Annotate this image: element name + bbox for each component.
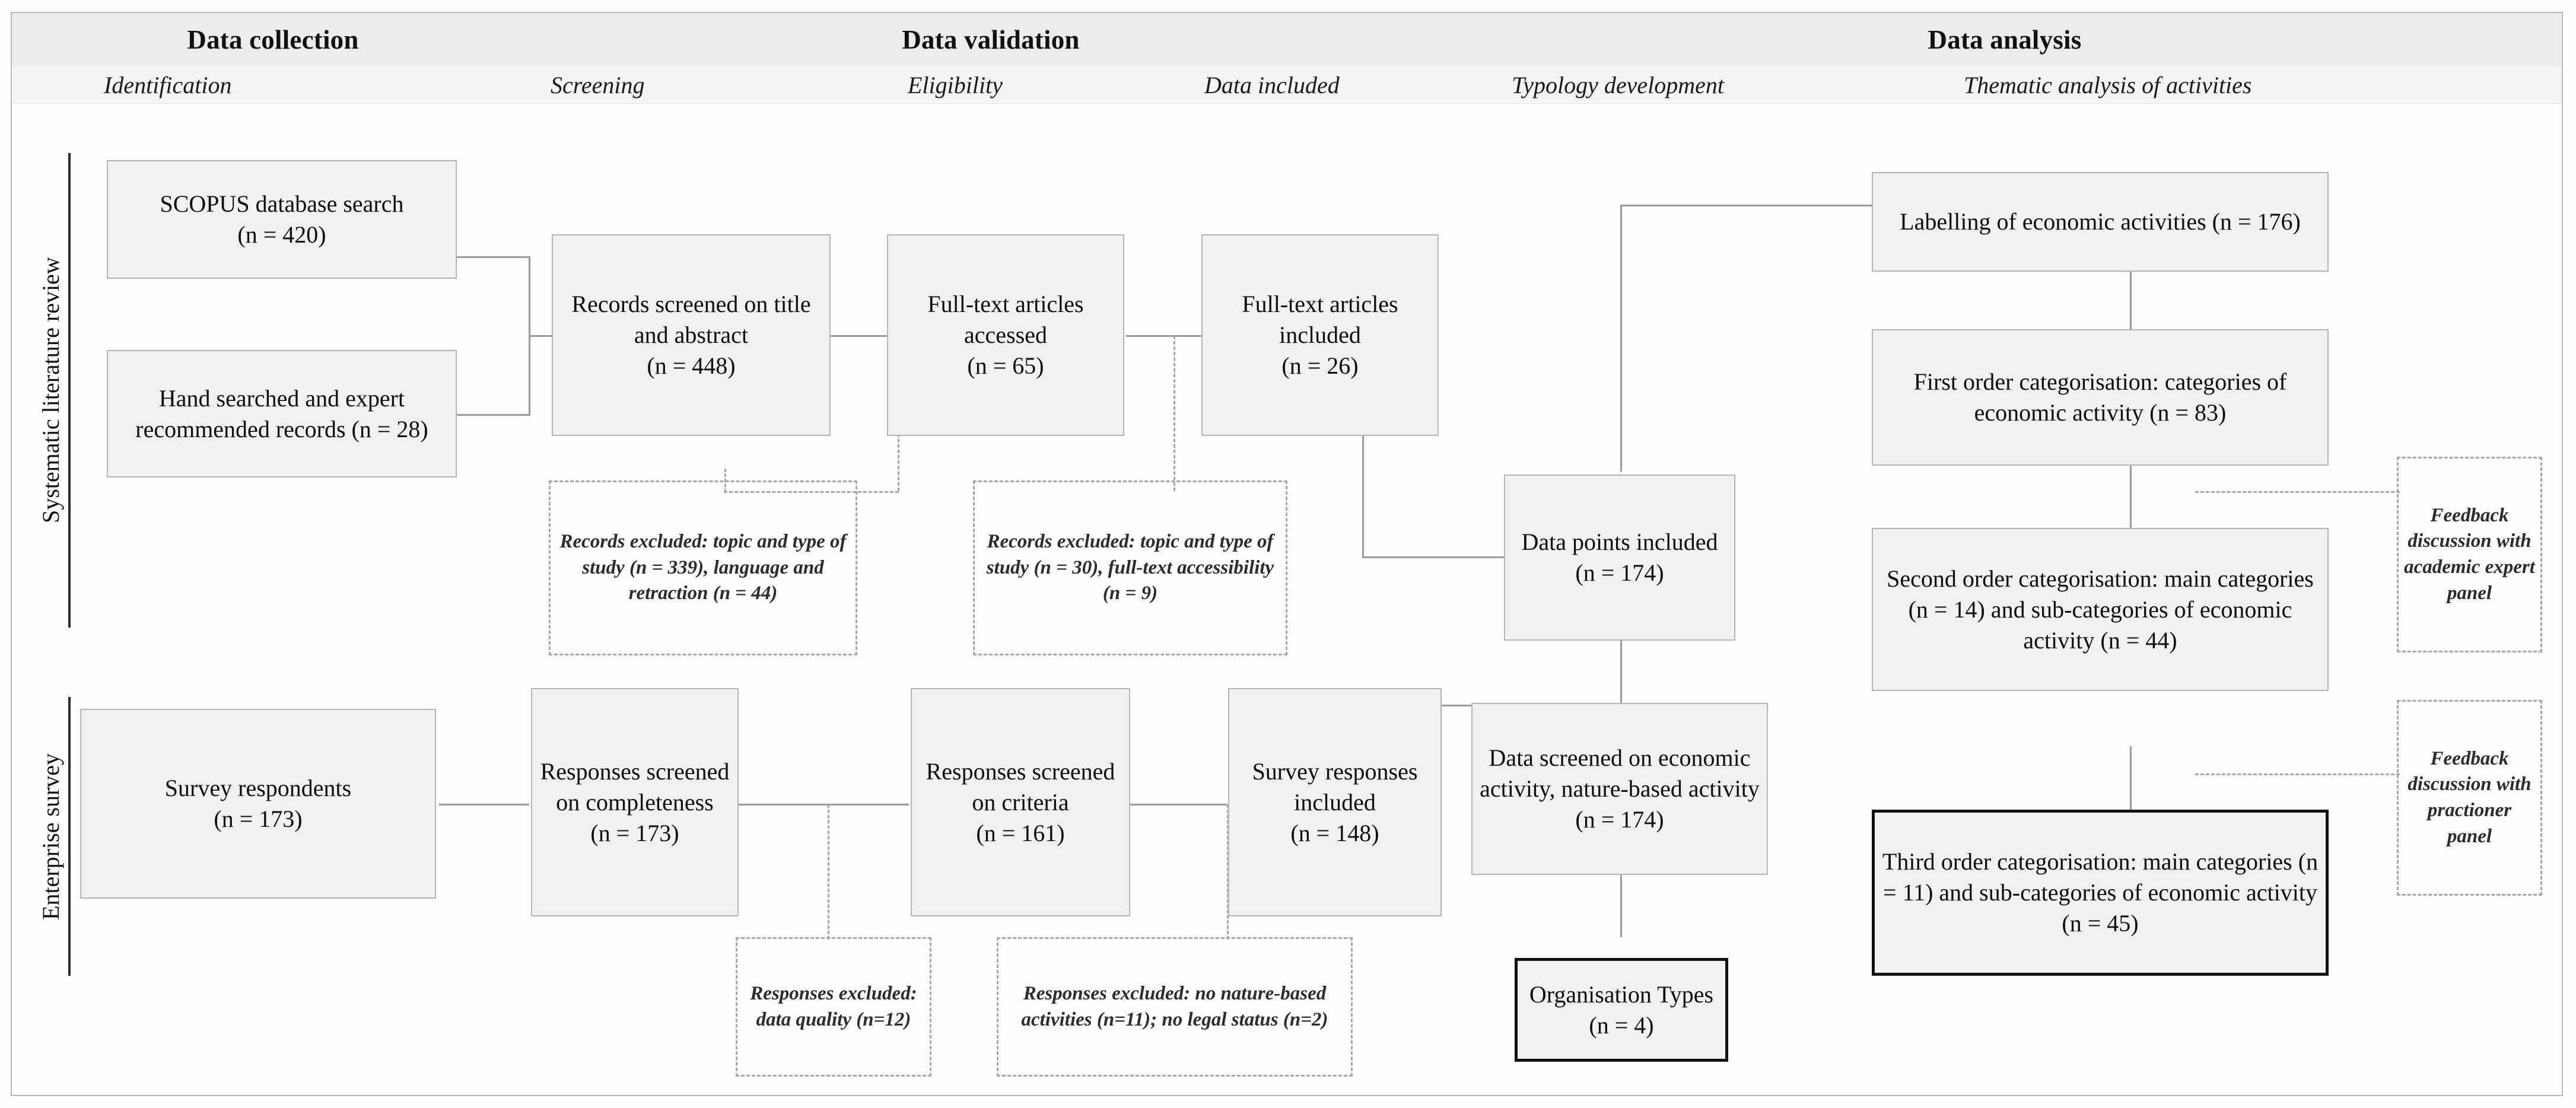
connector-data-screened-to-org-types	[1620, 842, 1622, 937]
stream-label-systematic-literature-review: Systematic literature review	[37, 153, 71, 628]
connector-completeness-to-criteria	[738, 804, 909, 805]
connector-data-points-up	[1620, 205, 1622, 472]
dashed-box-records-excluded-2-text: Records excluded: topic and type of stud…	[986, 531, 1274, 604]
box-hand-searched-records-text: Hand searched and expert recommended rec…	[135, 384, 428, 442]
dashed-box-responses-excluded-2[interactable]: Responses excluded: no nature-based acti…	[997, 937, 1353, 1077]
box-records-screened[interactable]: Records screened on title and abstract(n…	[552, 234, 831, 436]
connector-to-data-points	[1362, 556, 1505, 558]
dashed-connector-records-excluded-2-a	[1173, 336, 1175, 491]
stage-typology-development: Typology development	[1512, 71, 1725, 98]
box-first-order-categorisation[interactable]: First order categorisation: categories o…	[1872, 329, 2329, 466]
connector-survey-to-completeness	[439, 804, 529, 805]
box-fulltext-articles-accessed[interactable]: Full-text articles accessed(n = 65)	[887, 234, 1124, 436]
box-labelling-economic-activities-text: Labelling of economic activities (n = 17…	[1900, 208, 2301, 235]
box-third-order-categorisation[interactable]: Third order categorisation: main categor…	[1872, 810, 2329, 976]
connector-criteria-to-included	[1127, 804, 1227, 805]
box-responses-screened-completeness-text: Responses screened on completeness(n = 1…	[540, 757, 730, 846]
connector-scopus-out	[453, 256, 530, 258]
box-responses-screened-criteria-text: Responses screened on criteria(n = 161)	[926, 757, 1115, 846]
box-first-order-categorisation-text: First order categorisation: categories o…	[1913, 368, 2287, 426]
stage-eligibility: Eligibility	[908, 71, 1003, 98]
box-survey-respondents-text: Survey respondents(n = 173)	[164, 775, 352, 832]
box-fulltext-articles-included-text: Full-text articles included(n = 26)	[1242, 291, 1398, 379]
band-data-validation: Data validation	[902, 25, 1080, 55]
box-survey-responses-included-text: Survey responses included(n = 148)	[1252, 757, 1418, 846]
box-organisation-types[interactable]: Organisation Types (n = 4)	[1515, 958, 1728, 1062]
box-data-points-included[interactable]: Data points included(n = 174)	[1504, 475, 1735, 641]
box-third-order-categorisation-text: Third order categorisation: main categor…	[1882, 848, 2319, 937]
connector-fulltext-accessed-to-included	[1126, 335, 1203, 337]
box-fulltext-articles-included[interactable]: Full-text articles included(n = 26)	[1201, 234, 1439, 436]
band-data-collection: Data collection	[187, 25, 359, 55]
box-survey-responses-included[interactable]: Survey responses included(n = 148)	[1228, 688, 1442, 916]
connector-handsearch-out	[453, 414, 530, 416]
band-data-analysis: Data analysis	[1928, 25, 2082, 55]
box-second-order-categorisation[interactable]: Second order categorisation: main catego…	[1872, 528, 2329, 691]
band-header-row: Data collection Data validation Data ana…	[12, 13, 2562, 67]
dashed-box-records-excluded-1-text: Records excluded: topic and type of stud…	[559, 531, 847, 604]
dashed-box-feedback-practioner-panel[interactable]: Feedback discussion with practioner pane…	[2397, 700, 2542, 896]
stage-data-included: Data included	[1204, 71, 1340, 98]
stage-thematic-analysis: Thematic analysis of activities	[1964, 71, 2252, 98]
box-data-screened-economic-activity-text: Data screened on economic activity, natu…	[1480, 744, 1760, 833]
box-second-order-categorisation-text: Second order categorisation: main catego…	[1887, 565, 2314, 654]
box-data-points-included-text: Data points included(n = 174)	[1521, 528, 1718, 586]
dashed-box-feedback-academic-expert-panel[interactable]: Feedback discussion with academic expert…	[2397, 457, 2542, 652]
box-scopus-database-search-text: SCOPUS database search(n = 420)	[160, 190, 404, 248]
stage-screening: Screening	[551, 71, 645, 98]
dashed-box-records-excluded-2[interactable]: Records excluded: topic and type of stud…	[973, 480, 1287, 655]
dashed-connector-records-excluded-1-b	[724, 491, 899, 493]
box-hand-searched-records[interactable]: Hand searched and expert recommended rec…	[107, 350, 457, 477]
connector-labelling-to-first-order	[2130, 270, 2132, 329]
dashed-connector-responses-excluded-2	[1227, 804, 1229, 940]
connector-up-to-labelling	[1620, 205, 1872, 206]
dashed-connector-responses-excluded-1	[828, 804, 829, 940]
dashed-box-feedback-practioner-panel-text: Feedback discussion with practioner pane…	[2408, 747, 2532, 847]
dashed-box-feedback-academic-expert-panel-text: Feedback discussion with academic expert…	[2404, 504, 2535, 604]
connector-records-to-fulltext	[829, 335, 907, 337]
box-scopus-database-search[interactable]: SCOPUS database search(n = 420)	[107, 160, 457, 279]
dashed-box-records-excluded-1[interactable]: Records excluded: topic and type of stud…	[549, 480, 857, 655]
stage-identification: Identification	[104, 71, 232, 98]
dashed-connector-feedback-practioner	[2195, 773, 2400, 775]
box-fulltext-articles-accessed-text: Full-text articles accessed(n = 65)	[927, 291, 1084, 379]
stage-label-row: Identification Screening Eligibility Dat…	[12, 66, 2562, 104]
connector-data-points-down	[1620, 639, 1622, 705]
stream-label-enterprise-survey: Enterprise survey	[37, 697, 71, 976]
box-labelling-economic-activities[interactable]: Labelling of economic activities (n = 17…	[1872, 172, 2329, 272]
dashed-box-responses-excluded-2-text: Responses excluded: no nature-based acti…	[1021, 982, 1328, 1030]
box-survey-respondents[interactable]: Survey respondents(n = 173)	[80, 709, 436, 899]
box-data-screened-economic-activity[interactable]: Data screened on economic activity, natu…	[1471, 703, 1768, 875]
box-responses-screened-criteria[interactable]: Responses screened on criteria(n = 161)	[911, 688, 1130, 916]
box-records-screened-text: Records screened on title and abstract(n…	[571, 291, 811, 379]
connector-first-to-second-order	[2130, 464, 2132, 530]
box-organisation-types-text: Organisation Types (n = 4)	[1529, 980, 1714, 1039]
dashed-box-responses-excluded-1-text: Responses excluded: data quality (n=12)	[750, 982, 917, 1030]
connector-second-to-third-order	[2130, 746, 2132, 811]
dashed-connector-feedback-academic	[2195, 491, 2400, 493]
connector-fulltext-included-down	[1362, 427, 1364, 558]
box-responses-screened-completeness[interactable]: Responses screened on completeness(n = 1…	[531, 688, 739, 916]
dashed-box-responses-excluded-1[interactable]: Responses excluded: data quality (n=12)	[736, 937, 931, 1077]
